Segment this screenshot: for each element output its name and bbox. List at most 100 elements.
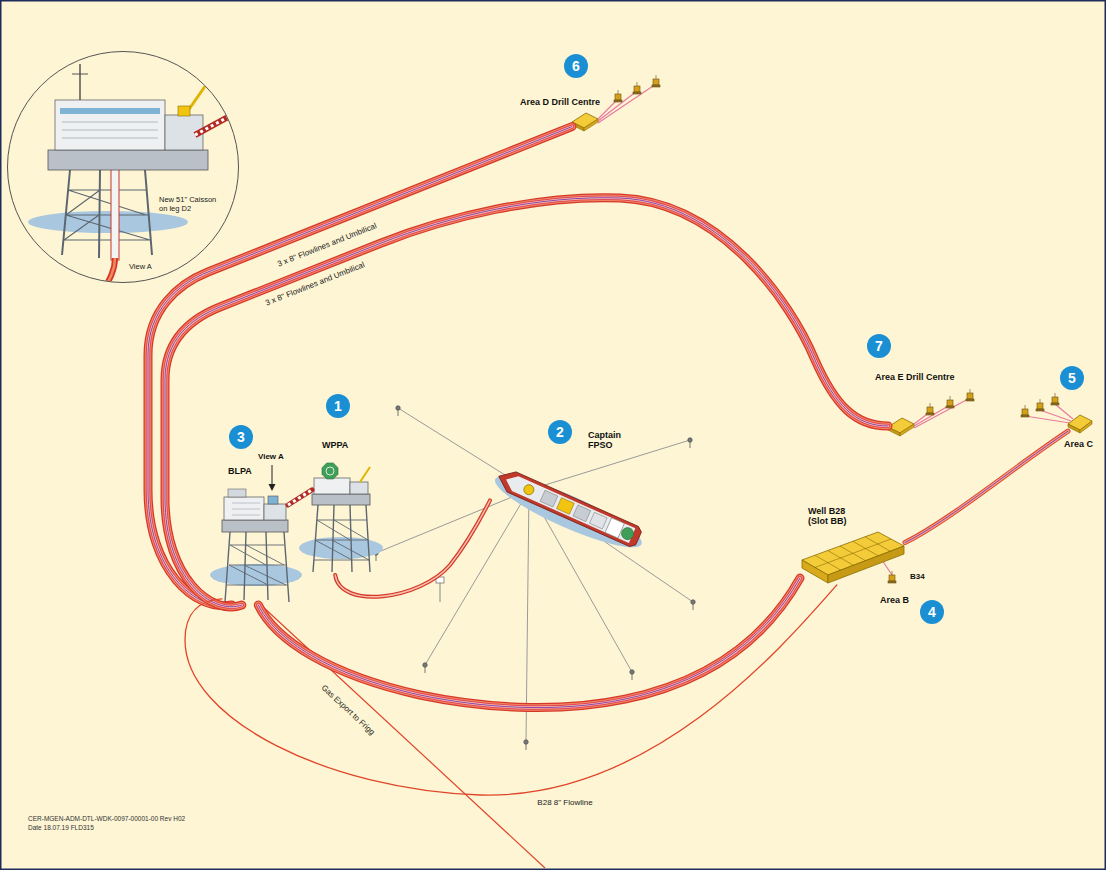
wppa-platform	[299, 463, 383, 572]
inset-view-circle: New 51" Caisson on leg D2View A	[7, 51, 239, 283]
flowline-bundle	[148, 127, 572, 606]
flowline-bundle	[148, 127, 572, 606]
well-name: B34	[910, 572, 925, 581]
inset-view	[48, 150, 208, 170]
inset-view	[178, 106, 190, 116]
wppa-platform	[322, 463, 338, 479]
xmas-tree	[633, 92, 641, 94]
wppa-platform	[312, 494, 370, 505]
anchor-point	[425, 667, 426, 673]
xmas-tree	[950, 396, 951, 400]
flowline	[185, 585, 837, 795]
infield-flowline	[905, 431, 1068, 542]
drill-centre: Area E Drill Centre	[888, 418, 914, 434]
inset-view	[79, 64, 81, 100]
fpso-vessel	[522, 483, 535, 496]
inset-view	[64, 190, 151, 240]
flowline-bundle	[258, 578, 800, 707]
anchor-point	[526, 744, 527, 750]
platform: WPPA	[312, 455, 370, 575]
area-name: Area B	[880, 595, 909, 605]
wppa-platform	[360, 467, 370, 482]
xmas-tree	[927, 407, 933, 413]
vessel-name: Captain FPSO	[588, 430, 630, 451]
anchor-point	[423, 663, 427, 667]
xmas-tree	[1036, 399, 1044, 411]
xmas-tree	[615, 94, 621, 100]
riser-buoy	[440, 583, 441, 602]
anchor-point	[524, 740, 528, 744]
anchor-point	[396, 406, 400, 410]
drill-centre-name: Area E Drill Centre	[875, 372, 955, 382]
area-e-manifold	[888, 398, 970, 436]
xmas-tree	[634, 86, 640, 92]
xmas-tree	[656, 75, 657, 79]
anchor-point	[632, 674, 633, 680]
fpso-vessel	[573, 505, 591, 522]
view-arrow	[269, 465, 276, 491]
xmas-tree	[614, 100, 622, 102]
subsea-template	[802, 560, 828, 583]
flowline-bundle	[165, 198, 888, 607]
blpa-platform	[232, 503, 260, 515]
wppa-platform	[314, 520, 369, 560]
xmas-tree	[653, 79, 659, 85]
fpso-vessel	[489, 464, 648, 558]
flowline-bundle	[148, 127, 572, 606]
flowline-bundle	[165, 198, 888, 607]
xmas-tree	[1022, 409, 1028, 415]
drawing-date: Date 18.07.19 FLD315	[28, 824, 94, 831]
inset-view	[185, 62, 222, 115]
wppa-platform	[350, 482, 368, 494]
blpa-platform	[225, 532, 289, 602]
anchor-point	[693, 604, 694, 610]
blpa-platform	[224, 497, 264, 520]
mooring-lines	[376, 490, 529, 553]
callout-number: 5	[1060, 366, 1084, 390]
gas-export-pipeline	[262, 606, 545, 868]
anchor-point	[630, 670, 634, 674]
fpso-vessel	[620, 526, 636, 542]
fpso-vessel	[489, 464, 648, 558]
inset-view	[28, 211, 188, 233]
inset-view	[195, 104, 252, 135]
inset-note: New 51" Caisson on leg D2	[159, 196, 223, 213]
xmas-tree	[652, 75, 660, 87]
view-arrow	[269, 484, 276, 491]
inset-view	[28, 62, 252, 296]
bridge-link	[288, 490, 312, 505]
wppa-platform	[314, 478, 350, 494]
area-d-manifold	[572, 84, 656, 131]
fpso-vessel	[540, 490, 558, 507]
fpso-vessel	[589, 512, 607, 529]
bridge-link	[288, 490, 312, 505]
fpso-vessel	[494, 466, 643, 548]
blpa-platform	[268, 496, 278, 504]
area-d-manifold	[584, 119, 598, 131]
anchor-point	[398, 410, 399, 416]
flowline	[185, 585, 837, 795]
infield-flowline	[905, 431, 1068, 542]
xmas-tree	[926, 413, 934, 415]
callout-number: 2	[548, 420, 572, 444]
view-label: View A	[258, 452, 284, 461]
manifold: Area C	[1068, 415, 1092, 433]
area-d-manifold	[598, 84, 656, 123]
xmas-tree	[614, 90, 622, 102]
inset-view	[195, 104, 252, 135]
infield-flowline	[905, 431, 1068, 542]
flowline-bundle	[258, 578, 800, 707]
xmas-tree	[618, 90, 619, 94]
xmas-tree	[1052, 397, 1058, 403]
inset-view	[100, 258, 115, 296]
wppa-platform	[313, 505, 370, 572]
xmas-tree	[1021, 393, 1059, 417]
wppa-platform	[313, 505, 370, 572]
xmas-tree	[926, 403, 934, 415]
flowline-bundle	[165, 198, 888, 607]
bridge-link	[288, 490, 312, 505]
xmas-tree	[1051, 393, 1059, 405]
subsea-template	[828, 546, 904, 583]
